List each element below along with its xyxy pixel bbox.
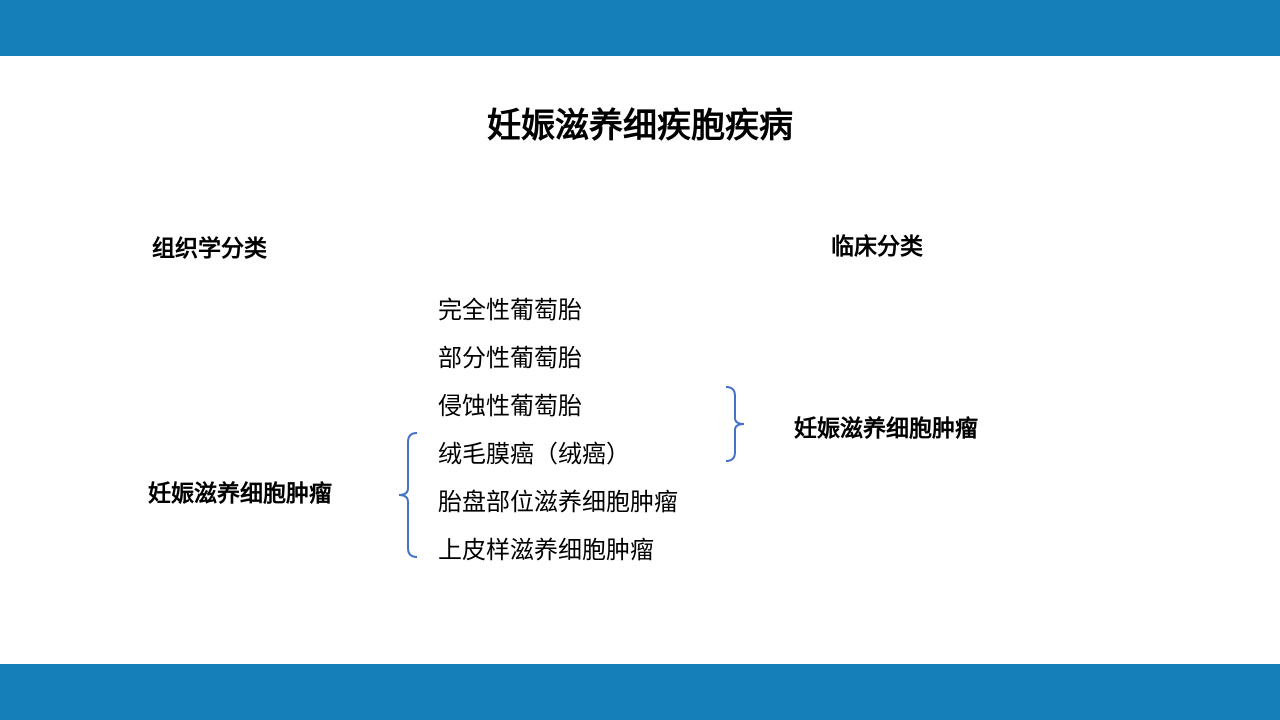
classification-list: 完全性葡萄胎 部分性葡萄胎 侵蚀性葡萄胎 绒毛膜癌（绒癌） 胎盘部位滋养细胞肿瘤… bbox=[438, 286, 678, 574]
list-item: 上皮样滋养细胞肿瘤 bbox=[438, 536, 654, 564]
left-brace-icon bbox=[398, 432, 418, 558]
right-brace-icon bbox=[725, 386, 745, 462]
list-item: 部分性葡萄胎 bbox=[438, 344, 582, 372]
list-item: 绒毛膜癌（绒癌） bbox=[438, 440, 630, 468]
clinical-heading: 临床分类 bbox=[831, 234, 923, 260]
top-banner bbox=[0, 0, 1280, 56]
slide-title: 妊娠滋养细疾胞疾病 bbox=[487, 106, 793, 146]
list-item: 完全性葡萄胎 bbox=[438, 296, 582, 324]
clinical-group-label: 妊娠滋养细胞肿瘤 bbox=[794, 416, 978, 442]
histology-group-label: 妊娠滋养细胞肿瘤 bbox=[148, 481, 332, 507]
list-item: 胎盘部位滋养细胞肿瘤 bbox=[438, 488, 678, 516]
bottom-banner bbox=[0, 664, 1280, 720]
histology-heading: 组织学分类 bbox=[152, 236, 267, 262]
list-item: 侵蚀性葡萄胎 bbox=[438, 392, 582, 420]
